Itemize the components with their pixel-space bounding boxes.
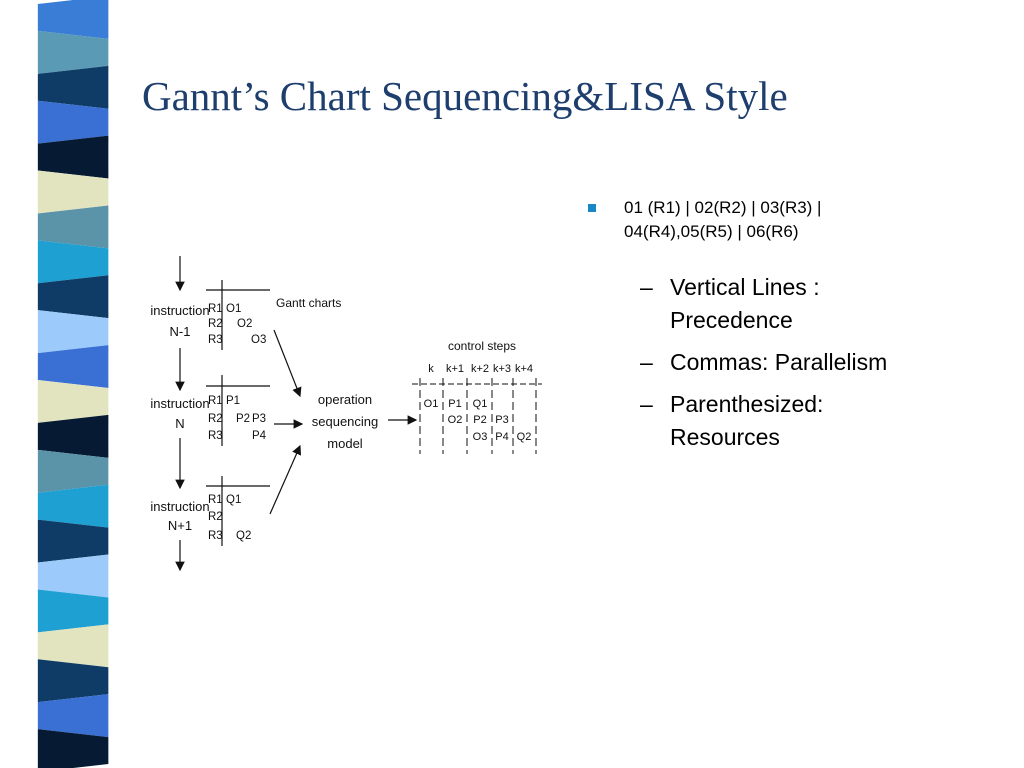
operation-sequencing-diagram: instruction N-1 instruction N instructio… (150, 256, 542, 572)
operation-label: P2 (236, 413, 250, 425)
operation-label: Q1 (226, 494, 241, 506)
instruction-id: N (175, 416, 184, 431)
schedule-cell: Q1 (473, 398, 488, 410)
stripe-band (37, 659, 109, 703)
slide-title: Gannt’s Chart Sequencing&LISA Style (142, 73, 788, 119)
operation-label: O1 (226, 303, 241, 315)
dash-marker: – (640, 274, 653, 300)
stripe-band (37, 694, 109, 738)
stripe-band (37, 205, 109, 249)
stripe-band (37, 589, 109, 633)
instruction-label: instruction (150, 499, 209, 514)
stripe-band (37, 380, 109, 423)
resource-label: R1 (208, 395, 223, 407)
stripe-band (37, 624, 109, 668)
model-label: operation (318, 392, 372, 407)
resource-label: R1 (208, 303, 223, 315)
instruction-id: N+1 (168, 518, 192, 533)
resource-label: R2 (208, 413, 223, 425)
operation-label: P4 (252, 430, 267, 442)
gantt-label: Gantt charts (276, 296, 341, 310)
stripe-band (37, 310, 109, 354)
stripe-band (37, 414, 109, 458)
bullet-list: 01 (R1) | 02(R2) | 03(R3) | 04(R4),05(R5… (588, 196, 908, 463)
sub-bullet-item: – Vertical Lines : Precedence (588, 271, 908, 337)
schedule-cell: P3 (495, 414, 508, 426)
operation-label: P3 (252, 413, 266, 425)
stripe-band (37, 240, 109, 284)
bullet-text: 01 (R1) | 02(R2) | 03(R3) | 04(R4),05(R5… (624, 198, 822, 241)
stripe-band (37, 170, 109, 214)
instruction-label: instruction (150, 303, 209, 318)
step-label: k+2 (471, 363, 489, 375)
stripe-band (37, 275, 109, 319)
schedule-cell: O3 (473, 431, 488, 443)
model-label: model (327, 436, 363, 451)
stripe-band (37, 345, 109, 388)
resource-label: R3 (208, 334, 223, 346)
operation-label: P1 (226, 395, 240, 407)
step-label: k+3 (493, 363, 511, 375)
stripe-band (37, 100, 109, 144)
sub-bullet-text: Commas: Parallelism (670, 349, 888, 375)
stripe-band (37, 0, 109, 39)
step-label: k+1 (446, 363, 464, 375)
schedule-cell: P4 (495, 431, 508, 443)
step-label: k (428, 363, 434, 375)
bullet-item: 01 (R1) | 02(R2) | 03(R3) | 04(R4),05(R5… (588, 196, 908, 244)
stripe-band (37, 65, 109, 109)
operation-label: O2 (237, 318, 252, 330)
operation-label: O3 (251, 334, 266, 346)
dash-marker: – (640, 349, 653, 375)
resource-label: R2 (208, 511, 223, 523)
sub-bullet-item: – Commas: Parallelism (588, 346, 908, 379)
sub-bullet-item: – Parenthesized: Resources (588, 388, 908, 454)
operation-label: Q2 (236, 530, 251, 542)
stripe-band (37, 554, 109, 598)
stripe-band (37, 135, 109, 179)
stripe-band (37, 484, 109, 528)
schedule-cell: O2 (448, 414, 463, 426)
input-arrow (273, 329, 302, 398)
schedule-cell: P2 (473, 414, 486, 426)
input-arrow (269, 444, 302, 515)
stripe-band (37, 729, 109, 768)
bullet-square-icon (588, 204, 596, 212)
step-label: k+4 (515, 363, 533, 375)
decorative-stripe-bar (37, 0, 109, 768)
model-label: sequencing (312, 414, 379, 429)
sub-bullet-text: Vertical Lines : Precedence (670, 274, 820, 333)
stripe-band (37, 449, 109, 493)
resource-label: R3 (208, 430, 223, 442)
schedule-cell: P1 (448, 398, 461, 410)
schedule-cell: Q2 (517, 431, 532, 443)
resource-label: R2 (208, 318, 223, 330)
stripe-band (37, 30, 109, 74)
sub-bullet-list: – Vertical Lines : Precedence – Commas: … (588, 271, 908, 454)
control-steps-label: control steps (448, 339, 516, 353)
schedule-cell: O1 (424, 398, 439, 410)
resource-label: R3 (208, 530, 223, 542)
dash-marker: – (640, 391, 653, 417)
resource-label: R1 (208, 494, 223, 506)
instruction-id: N-1 (170, 324, 191, 339)
stripe-band (37, 519, 109, 563)
instruction-label: instruction (150, 396, 209, 411)
sub-bullet-text: Parenthesized: Resources (670, 391, 824, 450)
